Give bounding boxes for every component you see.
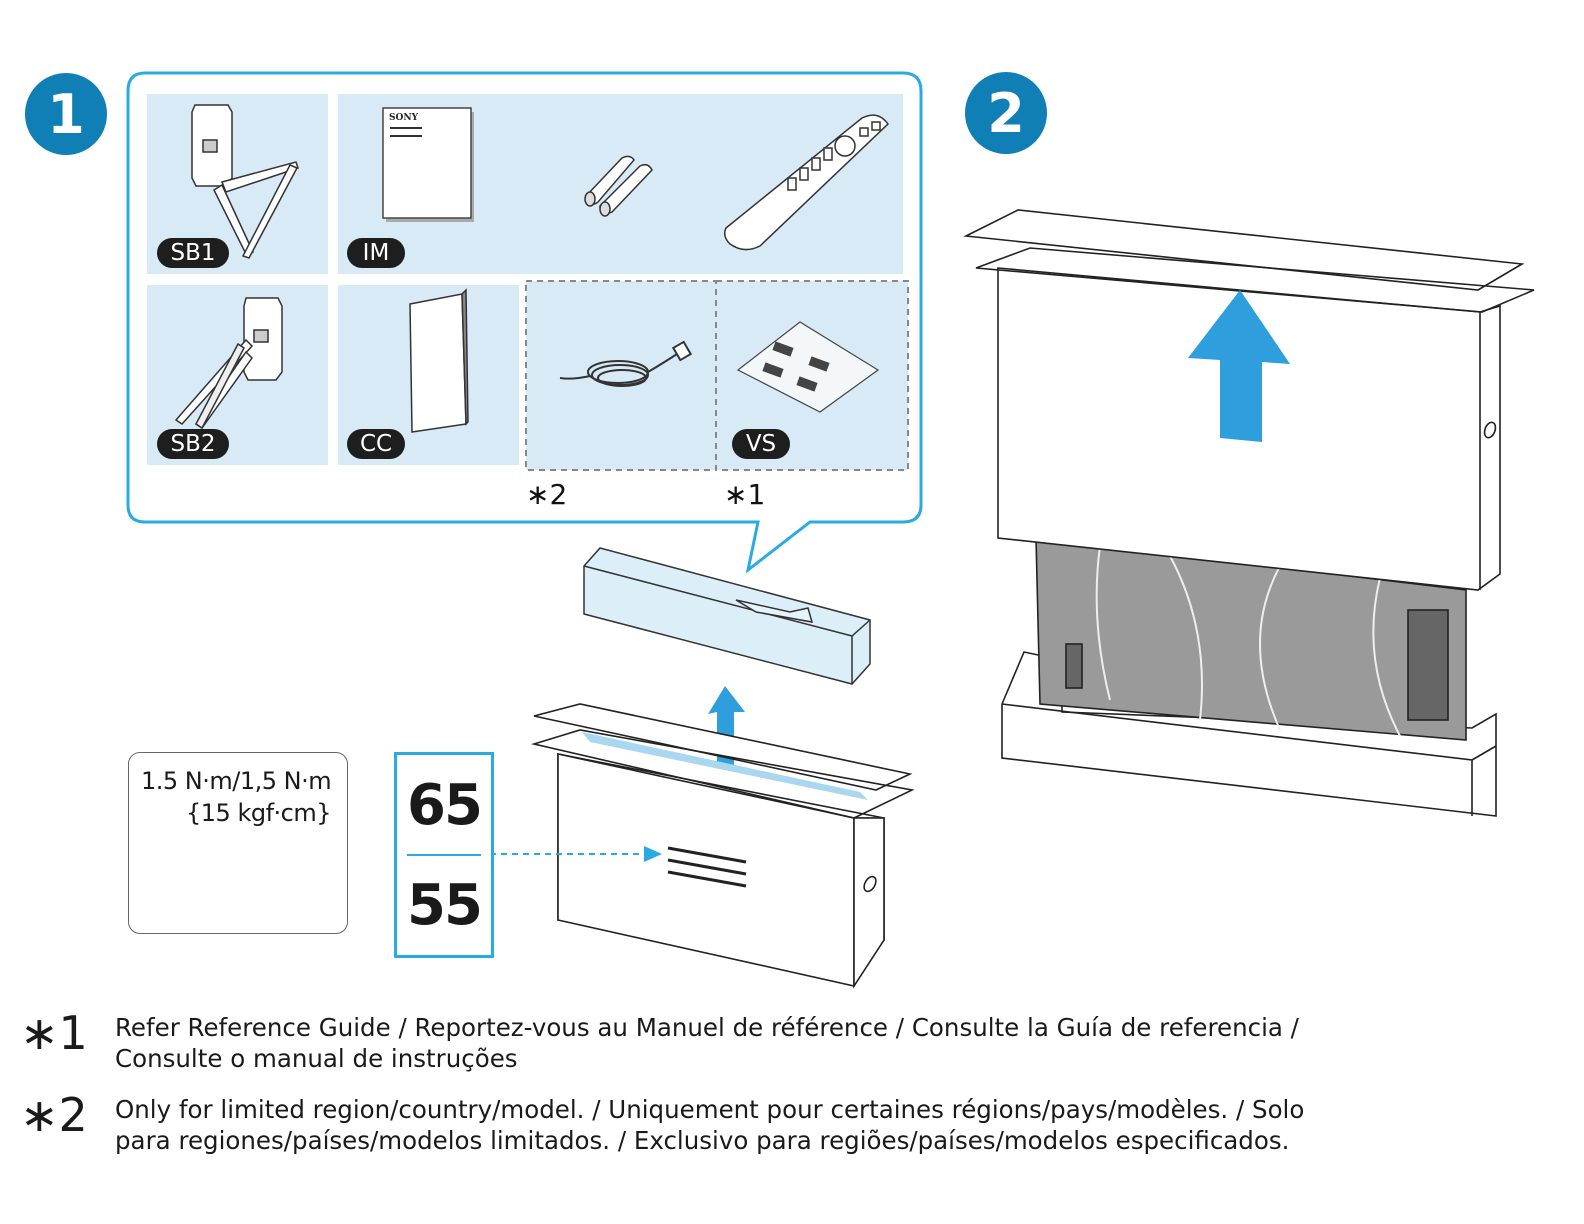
tv-size-box: 65 55 [394, 752, 494, 958]
tv-large-unboxing-icon [963, 209, 1535, 817]
size-55-label: 55 [407, 873, 483, 938]
label-cc: CC [347, 429, 405, 459]
label-im: IM [347, 238, 405, 268]
remote-control-icon [723, 114, 889, 251]
torque-spec-box: 1.5 N·m/1,5 N·m {15 kgf·cm} [128, 752, 348, 934]
step-1-badge: 1 [25, 73, 107, 155]
panel-cable [525, 280, 717, 471]
size-65-label: 65 [407, 773, 483, 838]
manual-brand-text: SONY [389, 113, 419, 123]
footnote-1-text: Refer Reference Guide / Reportez-vous au… [115, 1013, 1299, 1073]
screws-footnote-mark: ∗1 [724, 478, 766, 511]
torque-value-kgf: {15 kgf·cm} [186, 799, 332, 827]
stand-bracket-sb1-icon [191, 104, 299, 259]
cable-footnote-mark: ∗2 [526, 478, 568, 511]
batteries-icon [584, 155, 653, 217]
label-sb2: SB2 [157, 429, 229, 459]
footnote-2-mark: ∗2 [20, 1088, 88, 1142]
lift-arrow-large-icon [1188, 290, 1290, 442]
instruction-manual-icon [382, 107, 474, 222]
label-vs: VS [732, 429, 790, 459]
power-cable-icon [559, 340, 693, 387]
footnote-1-mark: ∗1 [20, 1006, 88, 1060]
footnote-2-text: Only for limited region/country/model. /… [115, 1095, 1305, 1155]
torque-value: 1.5 N·m/1,5 N·m [141, 767, 332, 795]
cable-cover-icon [409, 288, 469, 433]
tv-box-small-icon [530, 703, 915, 989]
label-sb1: SB1 [157, 238, 229, 268]
screws-pack-icon [736, 321, 880, 413]
stand-bracket-sb2-icon [174, 297, 283, 430]
packing-foam-icon [583, 547, 871, 685]
step-2-badge: 2 [965, 72, 1047, 154]
size-divider [407, 854, 481, 856]
size-pointer-arrowhead [644, 846, 662, 862]
